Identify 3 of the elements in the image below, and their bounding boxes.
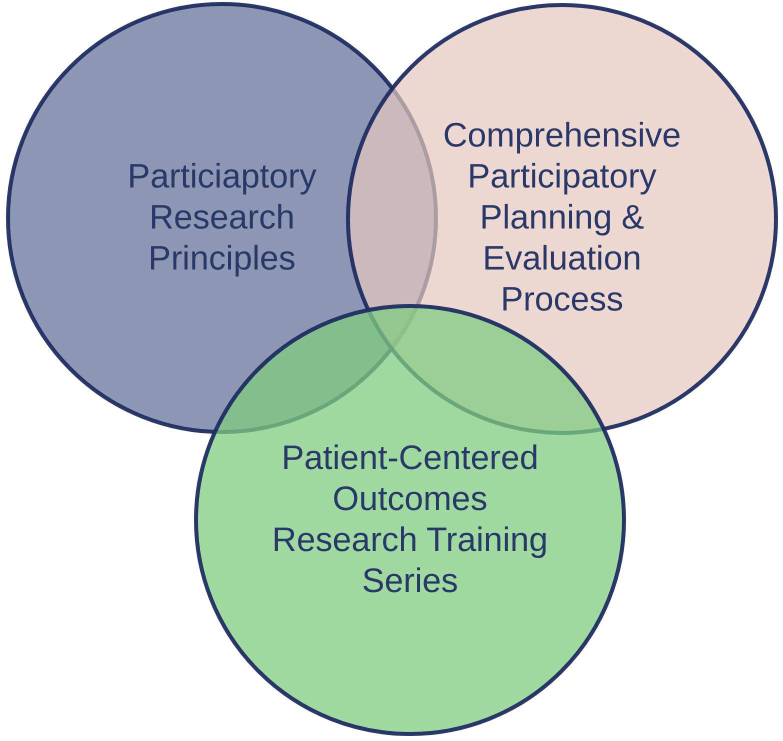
circle-label: Particiaptory Research Principles (126, 156, 318, 280)
circle-label: Comprehensive Participatory Planning & Evaluation Process (442, 116, 682, 320)
circle-label: Patient-Centered Outcomes Research Training Series (271, 438, 549, 602)
